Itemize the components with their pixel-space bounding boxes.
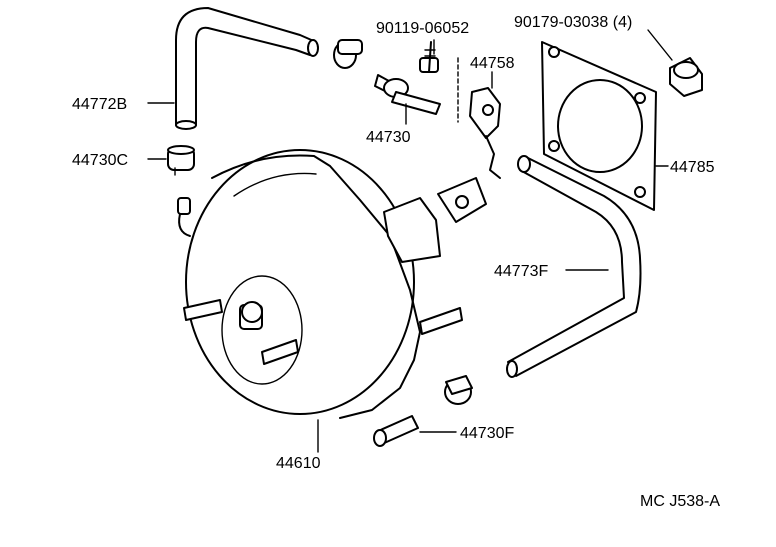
vacuum-hose-upper [175,7,319,130]
label-44730C: 44730C [72,152,128,169]
diagram-code: MC J538-A [640,493,720,510]
label-44730F: 44730F [460,425,514,442]
union-bottom [373,415,419,447]
hose-clamp-left [167,145,195,176]
label-44772B: 44772B [72,96,127,113]
label-44610: 44610 [276,455,321,472]
check-valve-union [374,74,441,115]
hose-clamp-top [333,39,363,69]
vacuum-hose-lower [506,155,642,378]
label-44773F: 44773F [494,263,548,280]
bolt-top [419,41,439,73]
hose-clamp-bottom [444,375,473,405]
label-44785: 44785 [670,159,715,176]
brake-booster [177,149,487,419]
label-44758: 44758 [470,55,515,72]
label-44730: 44730 [366,129,411,146]
bracket [457,57,501,179]
gasket [541,41,657,211]
label-90119-06052: 90119-06052 [376,20,469,37]
label-90179-03038: 90179-03038 (4) [514,14,632,31]
leader-lines [147,29,673,453]
gasket-nut [669,57,703,97]
